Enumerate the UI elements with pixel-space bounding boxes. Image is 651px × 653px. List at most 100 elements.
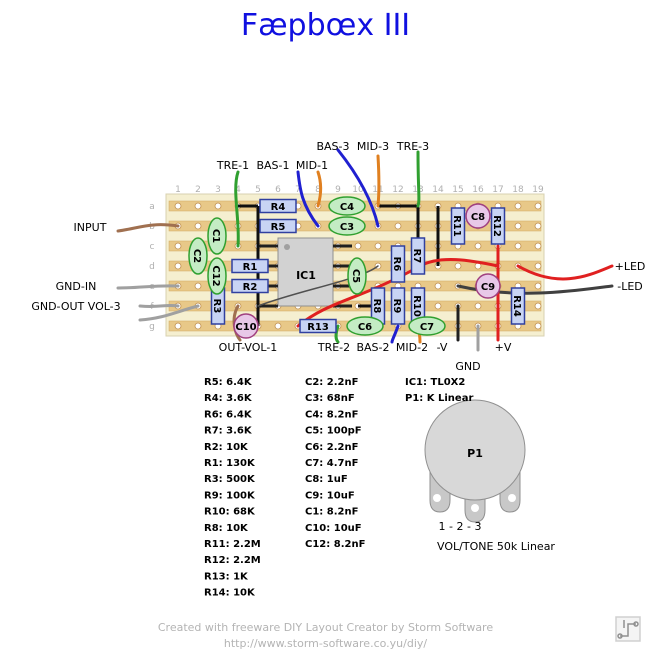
parts-list-other: IC1: TL0X2	[405, 377, 465, 388]
capacitor-c6: C6	[346, 316, 384, 336]
column-label: 9	[335, 185, 341, 195]
board-hole	[174, 242, 182, 250]
resistor-label: R9	[391, 299, 402, 314]
resistor-label: R7	[411, 249, 422, 264]
column-label: 19	[532, 185, 544, 195]
parts-list-capacitor: C4: 8.2nF	[305, 409, 358, 420]
board-hole	[194, 282, 202, 290]
label-bas2: BAS-2	[356, 341, 389, 354]
wire-mid1	[316, 170, 323, 208]
capacitor-label: C6	[358, 322, 372, 333]
column-label: 4	[235, 185, 241, 195]
wire-bas1	[296, 170, 320, 228]
resistor-r7: R7	[410, 237, 426, 275]
capacitor-label: C9	[481, 282, 495, 293]
parts-list-capacitor: C1: 8.2nF	[305, 507, 358, 518]
column-label: 7	[295, 185, 301, 195]
board-hole	[394, 222, 402, 230]
parts-list-resistor: R8: 10K	[204, 523, 249, 534]
board-hole	[194, 222, 202, 230]
parts-list-capacitor: C12: 8.2nF	[305, 539, 365, 550]
wire-green-link	[257, 265, 379, 307]
parts-list-resistor: R10: 68K	[204, 507, 256, 518]
board-hole	[194, 322, 202, 330]
board-hole	[534, 262, 542, 270]
diagram-title: Fæpbœx III	[240, 8, 411, 43]
resistor-r11: R11	[450, 207, 466, 245]
board-hole	[474, 242, 482, 250]
label-tre2: TRE-2	[317, 341, 350, 354]
resistor-r10: R10	[410, 287, 426, 325]
capacitor-label: C10	[235, 322, 256, 333]
board-hole	[454, 262, 462, 270]
resistor-label: R13	[307, 322, 329, 333]
board-hole	[534, 322, 542, 330]
resistor-label: R5	[271, 222, 286, 233]
capacitor-label: C8	[471, 212, 485, 223]
wire-tre2	[334, 324, 340, 344]
capacitor-c4: C4	[328, 196, 366, 216]
capacitor-c2: C2	[188, 237, 208, 275]
parts-list-resistor: R11: 2.2M	[204, 539, 261, 550]
resistor-r5: R5	[259, 218, 297, 234]
wire-tre1	[234, 170, 240, 248]
parts-list-capacitor: C3: 68nF	[305, 393, 355, 404]
label-mid2: MID-2	[396, 341, 428, 354]
label-bas1: BAS-1	[256, 159, 289, 172]
parts-list-capacitor: C2: 2.2nF	[305, 377, 358, 388]
wire-bas2	[390, 324, 400, 344]
board-hole	[534, 222, 542, 230]
parts-list-resistor: R14: 10K	[204, 588, 256, 599]
pot-caption: VOL/TONE 50k Linear	[437, 540, 555, 553]
label-gnd-out-vol3: GND-OUT VOL-3	[31, 300, 120, 313]
label-gnd-in: GND-IN	[56, 280, 97, 293]
resistor-label: R4	[271, 202, 286, 213]
capacitor-c5: C5	[347, 257, 367, 295]
capacitor-c12: C12	[207, 257, 227, 295]
parts-list-resistor: R6: 6.4K	[204, 409, 253, 420]
wire-bas3	[336, 148, 380, 228]
column-label: 1	[175, 185, 181, 195]
label-plus-v: +V	[495, 341, 512, 354]
capacitor-label: C5	[350, 269, 361, 283]
capacitor-c9: C9	[475, 273, 501, 299]
resistor-label: R2	[243, 282, 258, 293]
label-mid1: MID-1	[296, 159, 328, 172]
board-hole	[174, 322, 182, 330]
parts-list-resistor: R5: 6.4K	[204, 377, 253, 388]
resistor-label: R3	[211, 299, 222, 314]
column-label: 17	[492, 185, 503, 195]
label-minus-v: -V	[437, 341, 448, 354]
board-hole	[274, 322, 282, 330]
board-hole	[534, 242, 542, 250]
capacitor-c1: C1	[207, 217, 227, 255]
label-tre3: TRE-3	[396, 140, 429, 153]
capacitor-label: C4	[340, 202, 354, 213]
board-hole	[534, 302, 542, 310]
resistor-label: R12	[491, 215, 502, 237]
board-hole	[434, 282, 442, 290]
resistor-r4: R4	[259, 198, 297, 214]
board-hole	[514, 242, 522, 250]
board-hole	[174, 262, 182, 270]
resistor-r13: R13	[299, 318, 337, 334]
label-tre1: TRE-1	[216, 159, 249, 172]
board-hole	[194, 202, 202, 210]
label-minus-led: -LED	[617, 280, 643, 293]
column-label: 2	[195, 185, 201, 195]
parts-list-other: P1: K Linear	[405, 393, 473, 404]
board-hole	[514, 202, 522, 210]
board-hole	[534, 202, 542, 210]
row-label: g	[149, 322, 155, 332]
label-bas3: BAS-3	[316, 140, 349, 153]
column-label: 18	[512, 185, 524, 195]
column-label: 5	[255, 185, 261, 195]
board-hole	[174, 202, 182, 210]
parts-list-capacitor: C6: 2.2nF	[305, 442, 358, 453]
label-mid3: MID-3	[357, 140, 389, 153]
resistor-r14: R14	[510, 287, 526, 325]
footer-url[interactable]: http://www.storm-software.co.yu/diy/	[223, 637, 428, 650]
